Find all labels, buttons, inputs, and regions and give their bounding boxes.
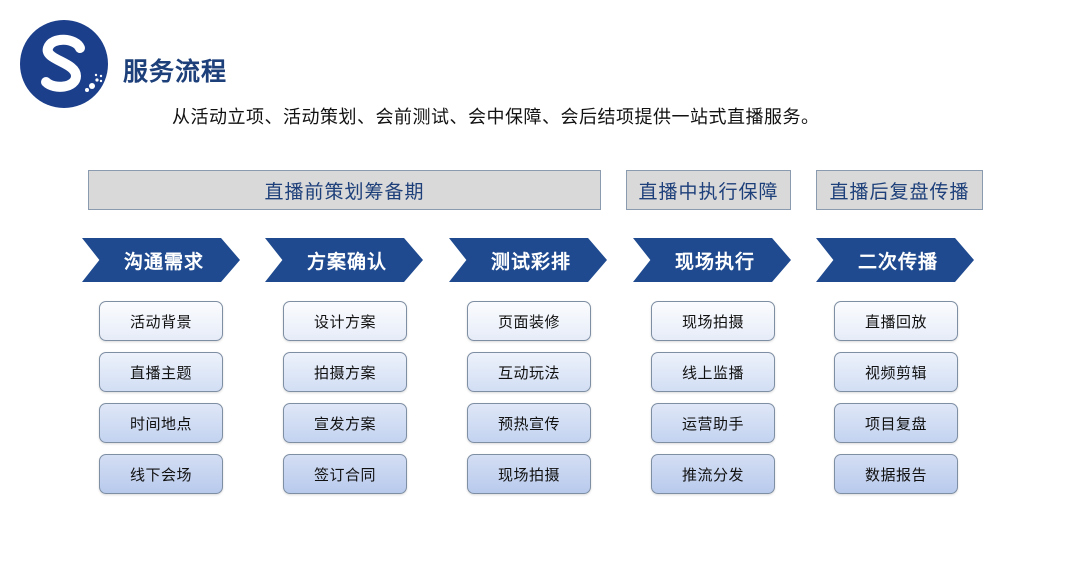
list-item: 数据报告 bbox=[834, 454, 958, 494]
list-item: 预热宣传 bbox=[467, 403, 591, 443]
list-item: 页面装修 bbox=[467, 301, 591, 341]
phase-post-live: 直播后复盘传播 bbox=[816, 170, 983, 210]
logo bbox=[18, 18, 110, 110]
list-item: 时间地点 bbox=[99, 403, 223, 443]
list-item: 设计方案 bbox=[283, 301, 407, 341]
list-item: 线下会场 bbox=[99, 454, 223, 494]
list-item: 视频剪辑 bbox=[834, 352, 958, 392]
step-items-column: 直播回放 视频剪辑 项目复盘 数据报告 bbox=[834, 301, 958, 505]
list-item: 现场拍摄 bbox=[651, 301, 775, 341]
list-item: 直播主题 bbox=[99, 352, 223, 392]
list-item: 直播回放 bbox=[834, 301, 958, 341]
step-items-column: 现场拍摄 线上监播 运营助手 推流分发 bbox=[651, 301, 775, 505]
list-item: 推流分发 bbox=[651, 454, 775, 494]
list-item: 签订合同 bbox=[283, 454, 407, 494]
list-item: 线上监播 bbox=[651, 352, 775, 392]
s-circle-logo-icon bbox=[20, 20, 108, 108]
list-item: 拍摄方案 bbox=[283, 352, 407, 392]
phase-pre-live: 直播前策划筹备期 bbox=[88, 170, 601, 210]
step-arrow-onsite-execution: 现场执行 bbox=[633, 238, 791, 282]
step-arrow-communicate: 沟通需求 bbox=[82, 238, 240, 282]
list-item: 运营助手 bbox=[651, 403, 775, 443]
list-item: 现场拍摄 bbox=[467, 454, 591, 494]
page-subtitle: 从活动立项、活动策划、会前测试、会中保障、会后结项提供一站式直播服务。 bbox=[172, 107, 820, 128]
step-items-column: 页面装修 互动玩法 预热宣传 现场拍摄 bbox=[467, 301, 591, 505]
page-title: 服务流程 bbox=[123, 57, 228, 86]
list-item: 互动玩法 bbox=[467, 352, 591, 392]
step-arrow-confirm-plan: 方案确认 bbox=[265, 238, 423, 282]
step-arrow-rehearsal: 测试彩排 bbox=[449, 238, 607, 282]
step-arrow-secondary-spread: 二次传播 bbox=[816, 238, 974, 282]
list-item: 活动背景 bbox=[99, 301, 223, 341]
step-items-column: 活动背景 直播主题 时间地点 线下会场 bbox=[99, 301, 223, 505]
list-item: 项目复盘 bbox=[834, 403, 958, 443]
step-items-column: 设计方案 拍摄方案 宣发方案 签订合同 bbox=[283, 301, 407, 505]
list-item: 宣发方案 bbox=[283, 403, 407, 443]
phase-during-live: 直播中执行保障 bbox=[626, 170, 791, 210]
